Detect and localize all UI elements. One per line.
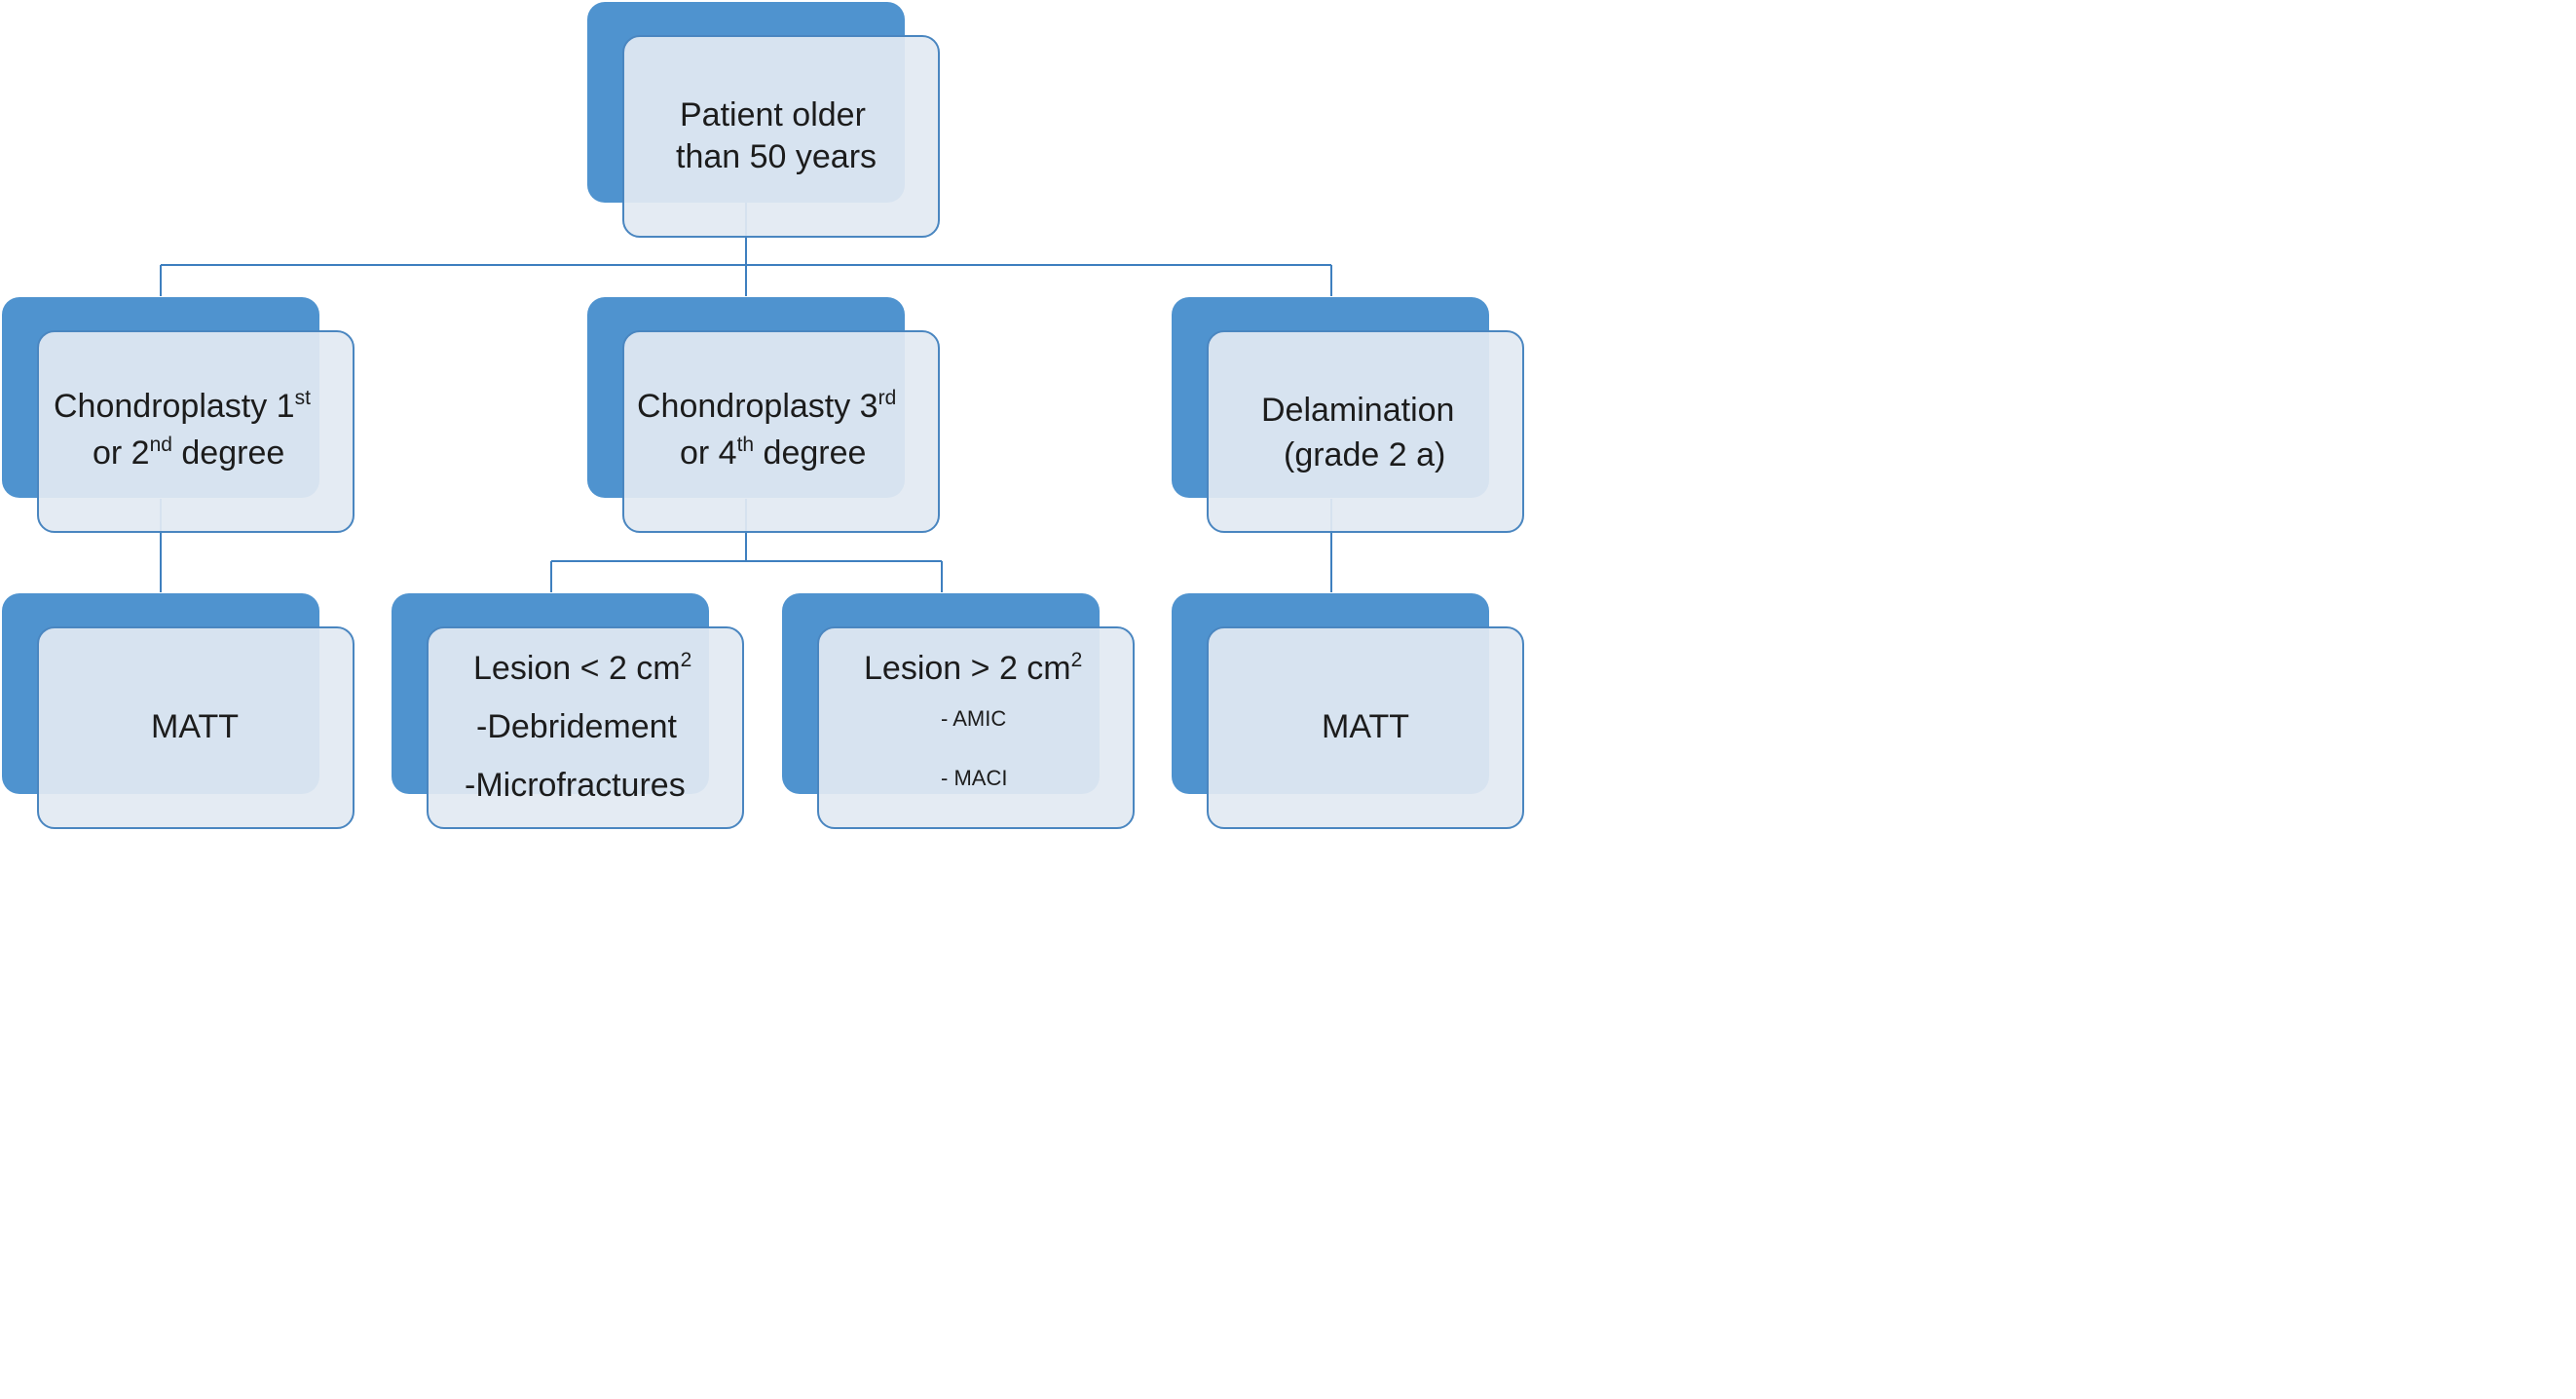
node-front-shape bbox=[817, 626, 1135, 829]
node-lesion-large bbox=[782, 593, 1137, 831]
left-superscript-2: nd bbox=[149, 433, 172, 456]
left-superscript-1: st bbox=[294, 386, 311, 409]
node-front-shape bbox=[622, 35, 940, 238]
middle-superscript-2: th bbox=[736, 433, 755, 456]
node-front-shape bbox=[1207, 330, 1524, 533]
lesion-small-superscript: 2 bbox=[680, 648, 692, 671]
lesion-large-item-2: - MACI bbox=[941, 766, 1008, 790]
middle-superscript-1: rd bbox=[877, 386, 897, 409]
node-front-shape bbox=[622, 330, 940, 533]
lesion-large-item-1: - AMIC bbox=[941, 706, 1007, 731]
treatment-flowchart: Patient older than 50 years Chondroplast… bbox=[0, 0, 1527, 830]
node-chondroplasty-1st-2nd bbox=[2, 297, 356, 535]
left-child-label: MATT bbox=[151, 708, 240, 745]
lesion-large-title: Lesion > 2 cm2 bbox=[864, 648, 1083, 687]
left-label-line1: Chondroplasty 1st bbox=[54, 386, 311, 425]
lesion-small-item-1: -Debridement bbox=[476, 708, 677, 745]
root-label-line1: Patient older bbox=[680, 96, 866, 133]
lesion-small-title: Lesion < 2 cm2 bbox=[473, 648, 692, 687]
middle-label-line2: or 4th degree bbox=[680, 433, 867, 472]
node-patient-older-50 bbox=[587, 2, 942, 240]
node-matt-left bbox=[2, 593, 356, 831]
node-front-shape bbox=[1207, 626, 1524, 829]
node-front-shape bbox=[37, 626, 355, 829]
root-label-line2: than 50 years bbox=[676, 138, 877, 175]
right-label-line2: (grade 2 a) bbox=[1284, 436, 1446, 473]
right-child-label: MATT bbox=[1322, 708, 1410, 745]
node-delamination bbox=[1172, 297, 1526, 535]
node-chondroplasty-3rd-4th bbox=[587, 297, 942, 535]
node-front-shape bbox=[37, 330, 355, 533]
left-label-line2: or 2nd degree bbox=[93, 433, 285, 472]
lesion-large-superscript: 2 bbox=[1070, 648, 1083, 671]
right-label-line1: Delamination bbox=[1261, 392, 1455, 429]
lesion-small-item-2: -Microfractures bbox=[465, 767, 686, 804]
middle-label-line1: Chondroplasty 3rd bbox=[637, 386, 897, 425]
node-lesion-small bbox=[392, 593, 746, 831]
node-front-shape bbox=[427, 626, 744, 829]
node-matt-right bbox=[1172, 593, 1526, 831]
